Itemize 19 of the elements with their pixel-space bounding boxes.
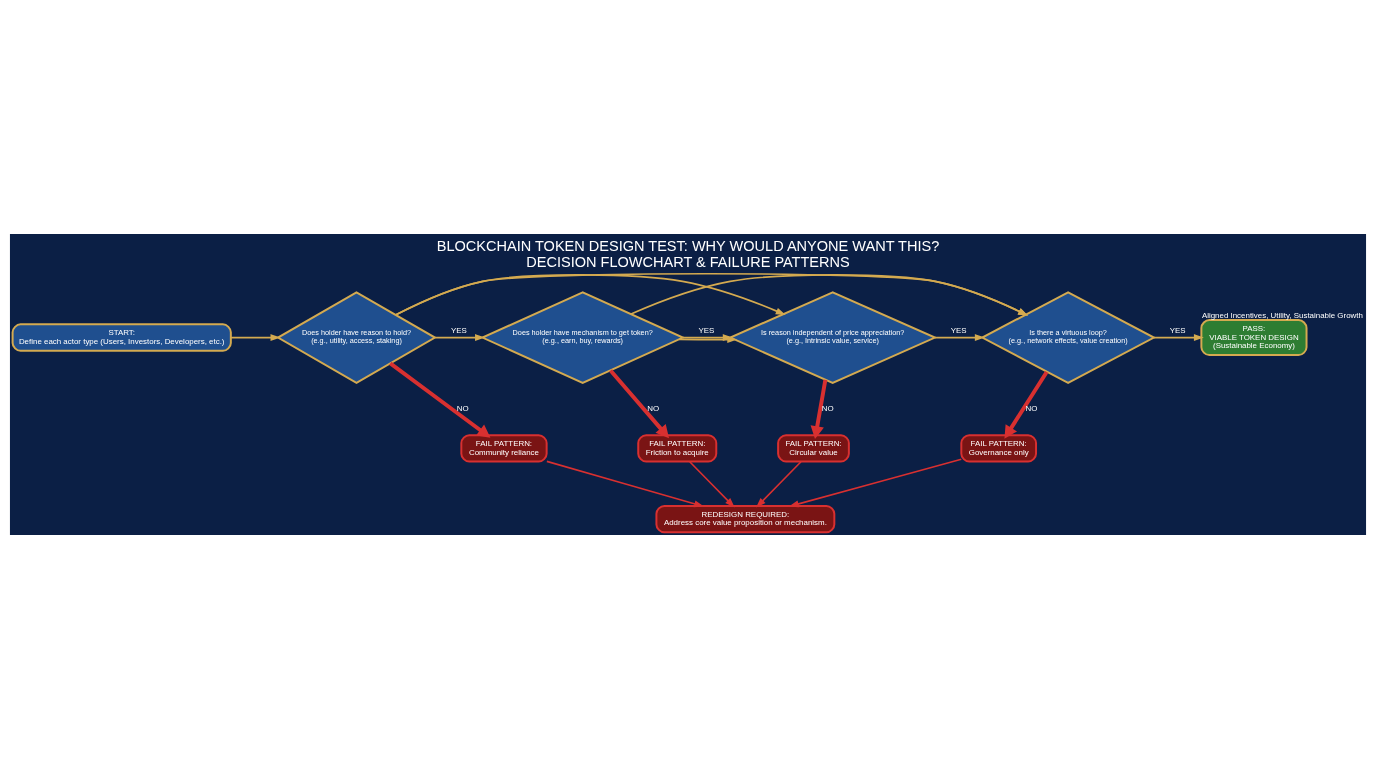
arrow [810, 379, 828, 439]
arrow [1004, 370, 1049, 439]
diagram-title: BLOCKCHAIN TOKEN DESIGN TEST: WHY WOULD ANYONE WANT THIS? [436, 237, 940, 254]
arrow [609, 368, 670, 438]
arrow [788, 457, 963, 507]
node-diamond: Does holder have reason to hold? (e.g., utility, access, staking) [276, 290, 437, 384]
caption: DECISION FLOWCHART & FAILURE PATTERNS [526, 253, 850, 270]
arrow [230, 333, 281, 341]
arrow [934, 333, 985, 341]
arrow [1153, 333, 1204, 341]
node-diamond: Does holder have mechanism to get token? (e.g., earn, buy, rewards) [480, 290, 686, 384]
node-diamond: Is there a virtuous loop? (e.g., network effects, value creation) [980, 290, 1157, 384]
arrow [630, 273, 1029, 316]
arrow [389, 361, 491, 438]
arrow [395, 272, 1029, 316]
arrow [434, 333, 485, 341]
arrow [756, 460, 802, 508]
arrow [546, 460, 705, 507]
arrow [688, 460, 735, 508]
